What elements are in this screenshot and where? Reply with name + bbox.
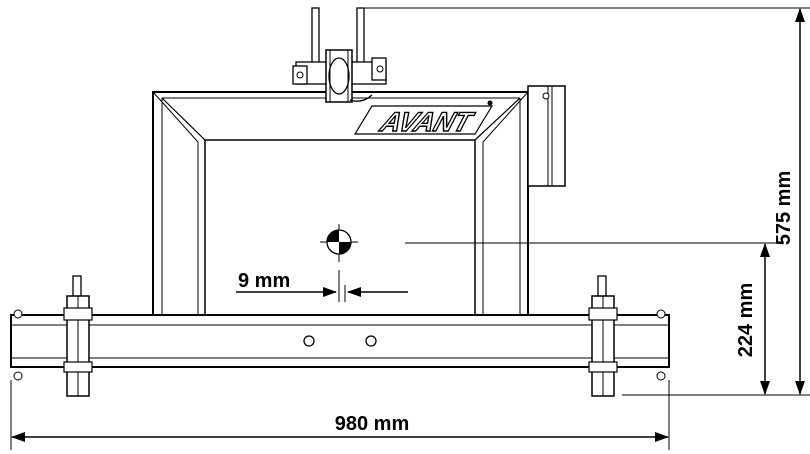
center-of-gravity-symbol — [320, 224, 358, 262]
width-dimension: 980 mm — [10, 380, 670, 450]
left-clamp — [63, 275, 93, 397]
cog-height-label: 224 mm — [735, 283, 757, 358]
bottom-beam — [10, 309, 670, 381]
height-dimension: 575 mm — [364, 7, 810, 396]
width-label: 980 mm — [335, 413, 410, 435]
cog-height-dimension: 224 mm — [405, 242, 780, 396]
avant-logo: AVANT — [353, 100, 494, 138]
cog-offset-label: 9 mm — [238, 270, 290, 292]
side-box — [527, 85, 566, 187]
logo-text: AVANT — [376, 107, 478, 137]
right-clamp — [588, 275, 618, 397]
cog-offset-dimension: 9 mm — [236, 270, 408, 302]
height-label: 575 mm — [773, 171, 795, 246]
top-coupling — [292, 7, 387, 103]
